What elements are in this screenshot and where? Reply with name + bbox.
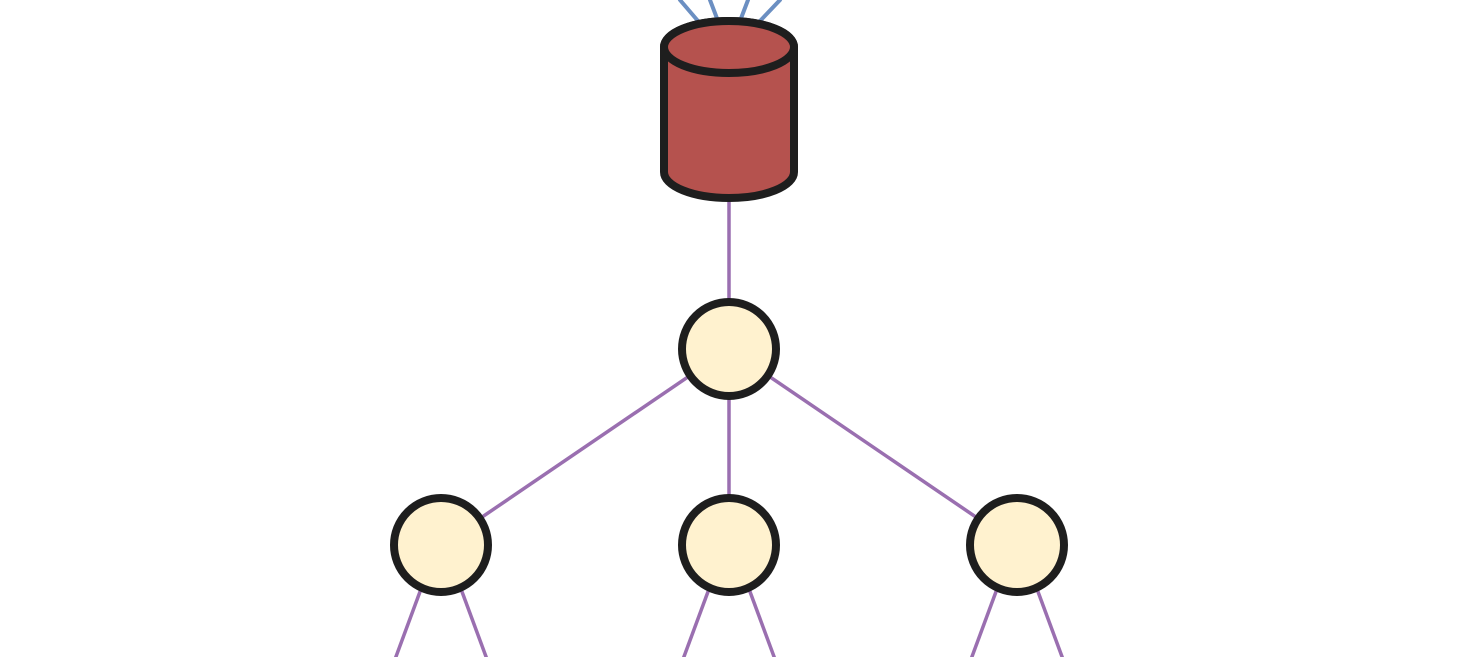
- edge-root-to-child-right: [728, 347, 1018, 547]
- upstream-link-4: [758, 0, 782, 23]
- shapes-layer: [390, 17, 1068, 596]
- node-child-right[interactable]: [966, 494, 1068, 596]
- edge-child-center-to-offscreen-child-1: [681, 588, 711, 657]
- edge-child-left-to-offscreen-child-1: [393, 588, 423, 657]
- links-layer: [393, 0, 1065, 657]
- edge-child-right-to-offscreen-child-2: [1035, 588, 1065, 657]
- node-child-center[interactable]: [678, 494, 780, 596]
- database-cylinder-icon[interactable]: [660, 17, 798, 202]
- edge-child-left-to-offscreen-child-2: [459, 588, 489, 657]
- database-top: [660, 17, 798, 77]
- edge-child-center-to-offscreen-child-2: [747, 588, 777, 657]
- edge-root-to-child-left: [440, 347, 730, 547]
- upstream-link-1: [678, 0, 700, 23]
- node-child-left[interactable]: [390, 494, 492, 596]
- edge-child-right-to-offscreen-child-1: [969, 588, 999, 657]
- node-root[interactable]: [678, 298, 780, 400]
